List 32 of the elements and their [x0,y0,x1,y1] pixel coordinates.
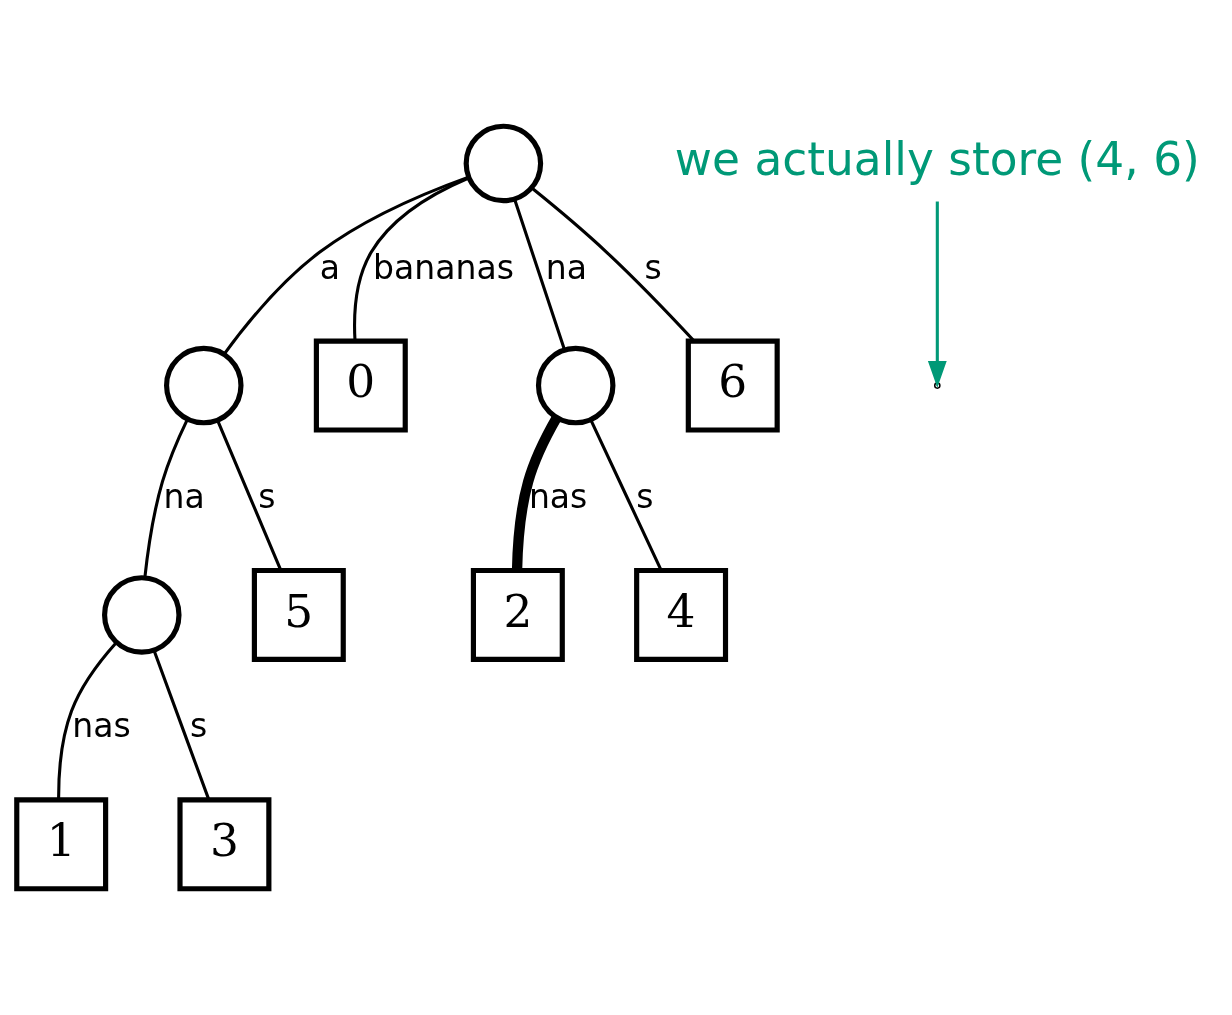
node-box: 3 [177,797,272,892]
arrow [927,201,947,388]
edge-label: s [258,477,276,517]
node-circle [463,123,544,204]
connector [589,419,663,571]
node-circle [164,345,244,426]
connector [353,176,470,342]
edge-label: nas [72,706,131,746]
connector [143,418,189,578]
node-box: 2 [470,567,565,662]
node-box: 5 [251,567,346,662]
node-box: 4 [634,567,729,662]
edge-label: na [163,477,205,517]
edge-label: na [545,247,588,287]
edge-label: s [636,477,654,517]
edge-label: a [319,247,340,287]
node-text: we actually store (4, 6) [674,133,1200,187]
connector [57,641,118,800]
connector [513,199,566,351]
connector [216,420,283,571]
node-box: 1 [14,797,109,892]
connector [152,649,211,801]
edge-label: s [190,706,208,746]
edge-label: s [644,247,662,287]
connector [222,175,470,356]
connector [511,415,562,571]
edge-label: nas [528,477,588,517]
node-box: 0 [313,338,408,433]
node-circle [102,575,182,655]
node-box: 6 [685,338,780,433]
edge-label: bananas [373,247,514,287]
node-circle [535,345,616,426]
